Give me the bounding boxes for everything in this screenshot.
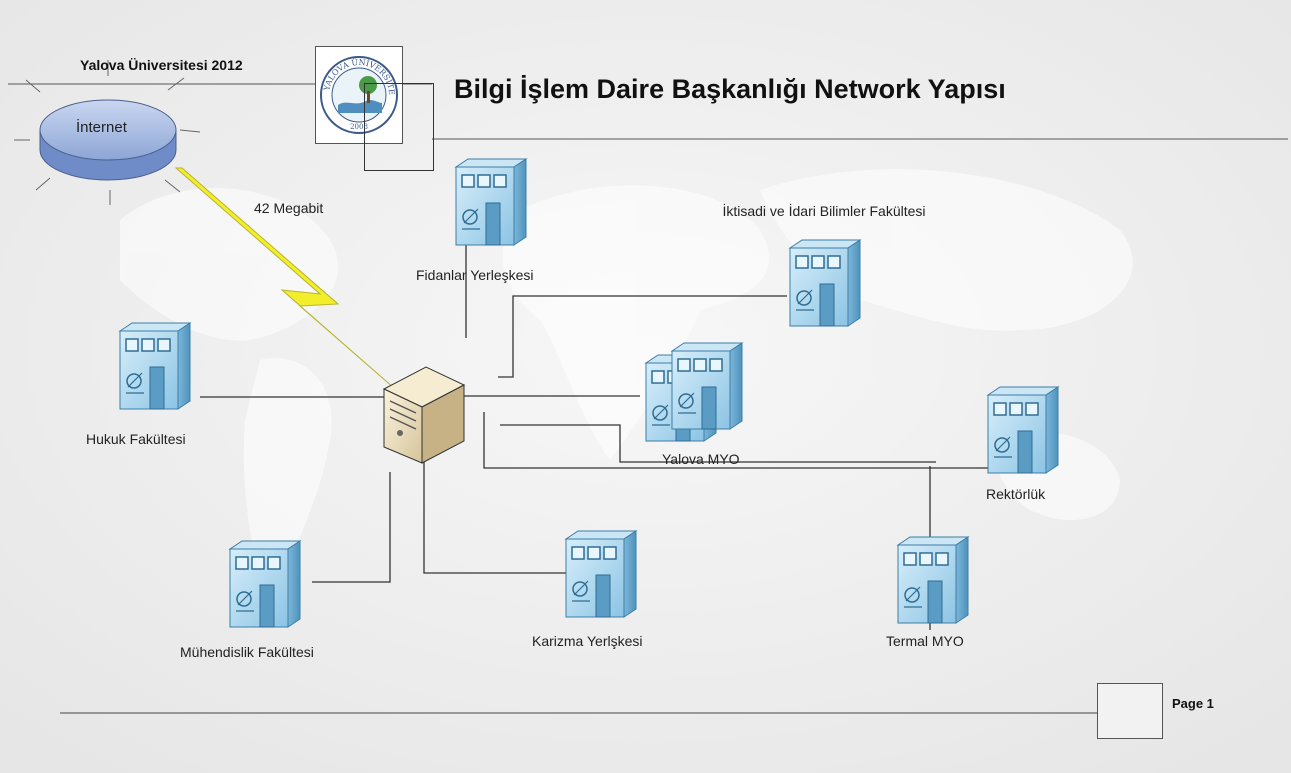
logo-year: 2008: [350, 123, 368, 131]
node-label-karizma: Karizma Yerlşkesi: [532, 633, 643, 649]
node-label-rektorluk: Rektörlük: [986, 486, 1046, 502]
node-label-iktisadi: İktisadi ve İdari Bilimler Fakültesi: [722, 203, 926, 219]
building-icon-rektorluk: [987, 386, 1059, 474]
building-icon-hukuk: [119, 322, 191, 410]
building-icon-yalova-myo: [671, 342, 743, 430]
node-label-muhendislik: Mühendislik Fakültesi: [180, 644, 314, 660]
logo-frame: [364, 83, 434, 171]
node-label-hukuk: Hukuk Fakültesi: [86, 431, 186, 447]
world-map-background: [120, 169, 1133, 600]
page-box: [1097, 683, 1163, 739]
node-label-fidanlar: Fidanlar Yerleşkesi: [416, 267, 534, 283]
page-title: Bilgi İşlem Daire Başkanlığı Network Yap…: [454, 74, 1006, 104]
university-seal-icon: YALOVA ÜNİVERSİTESİ 2008: [313, 40, 398, 134]
node-label-yalova-myo: Yalova MYO: [662, 451, 740, 467]
internet-label: İnternet: [76, 119, 127, 136]
organization-label: Yalova Üniversitesi 2012: [80, 57, 243, 73]
building-icon-termal: [897, 536, 969, 624]
network-links: [200, 238, 990, 630]
central-server-icon: [382, 366, 466, 464]
building-icon-karizma: [565, 530, 637, 618]
building-icon-fidanlar: [455, 158, 527, 246]
node-label-termal: Termal MYO: [886, 633, 964, 649]
wan-link-lightning: [174, 167, 395, 389]
page-number-label: Page 1: [1172, 696, 1214, 711]
building-icon-muhendislik: [229, 540, 301, 628]
university-logo: YALOVA ÜNİVERSİTESİ 2008: [313, 40, 403, 144]
bandwidth-label: 42 Megabit: [254, 200, 324, 216]
internet-cloud-icon: [14, 60, 201, 205]
building-icon-iktisadi: [789, 239, 861, 327]
